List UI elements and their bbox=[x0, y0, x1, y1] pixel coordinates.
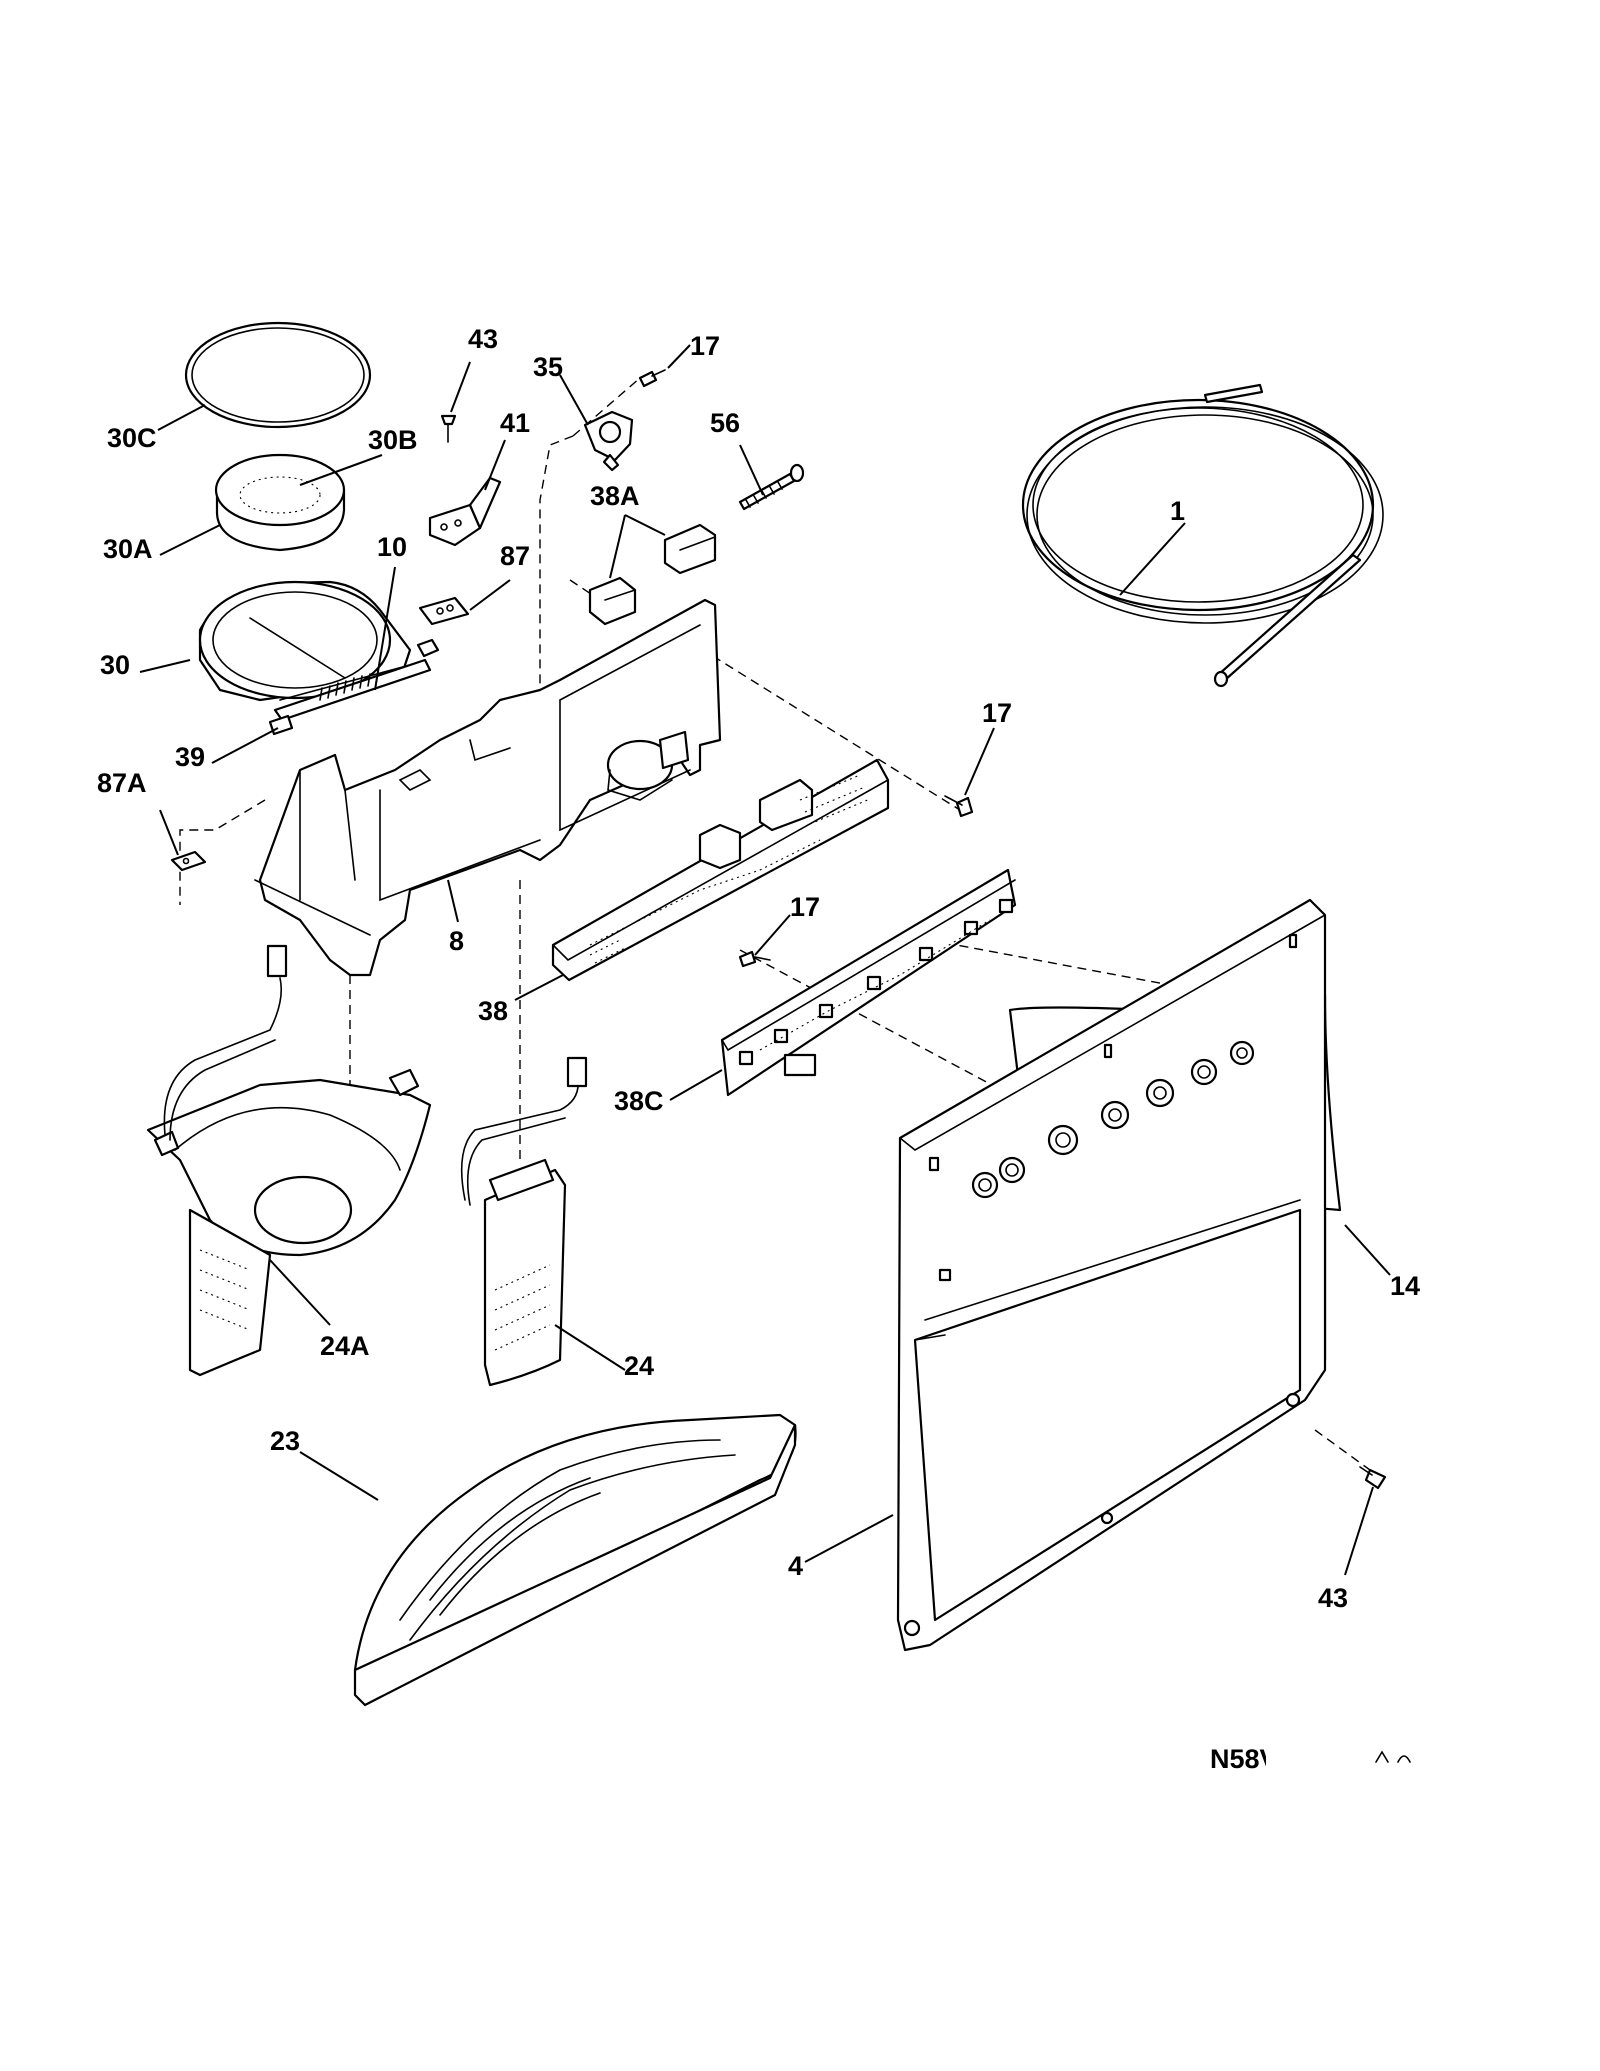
gasket-ring-30C bbox=[184, 321, 372, 429]
housing-8 bbox=[254, 598, 722, 977]
callout-30A: 30A bbox=[103, 534, 153, 564]
callout-43-top: 43 bbox=[468, 324, 498, 354]
spring-coils bbox=[319, 670, 379, 701]
cap-assembly-30A-30B bbox=[214, 453, 346, 552]
ice-chute-24A bbox=[146, 944, 432, 1377]
callout-24: 24 bbox=[624, 1351, 654, 1381]
callout-24A: 24A bbox=[320, 1331, 370, 1361]
switches-38A bbox=[588, 523, 717, 626]
screw-43-bottom bbox=[1359, 1466, 1387, 1490]
callout-56: 56 bbox=[710, 408, 740, 438]
callout-35: 35 bbox=[533, 352, 563, 382]
screw-56 bbox=[738, 463, 805, 511]
callout-30B: 30B bbox=[368, 425, 418, 455]
ice-chute-24 bbox=[460, 1056, 588, 1387]
leader-lines bbox=[139, 344, 1391, 1576]
panel-knob-holes bbox=[971, 1040, 1255, 1199]
callout-43-bottom: 43 bbox=[1318, 1583, 1348, 1613]
water-tubing-1 bbox=[1021, 383, 1384, 688]
callout-1: 1 bbox=[1170, 496, 1185, 526]
callout-41: 41 bbox=[500, 408, 530, 438]
callout-39: 39 bbox=[175, 742, 205, 772]
control-board-38 bbox=[551, 758, 890, 982]
drip-tray-23 bbox=[353, 1413, 797, 1707]
drawing-code: N58V bbox=[1210, 1740, 1411, 1774]
callout-87A: 87A bbox=[97, 768, 147, 798]
screw-17-top bbox=[638, 369, 666, 388]
callout-labels: 43 35 17 30C 30B 41 56 1 30A 38A 10 87 3… bbox=[97, 324, 1420, 1613]
frame-4 bbox=[896, 898, 1327, 1652]
clip-41 bbox=[428, 476, 502, 547]
callout-38: 38 bbox=[478, 996, 508, 1026]
keypad-board-38C bbox=[720, 868, 1017, 1097]
callout-14: 14 bbox=[1390, 1271, 1420, 1301]
callout-4: 4 bbox=[788, 1551, 803, 1581]
screw-17-mid bbox=[944, 795, 974, 818]
screw-43-top bbox=[440, 414, 457, 443]
keypad-buttons bbox=[738, 898, 1014, 1077]
pad-87 bbox=[418, 596, 470, 626]
callout-10: 10 bbox=[377, 532, 407, 562]
screw-17-board bbox=[738, 950, 771, 968]
actuator-35 bbox=[583, 410, 634, 472]
callout-38A: 38A bbox=[590, 481, 640, 511]
pad-87A bbox=[170, 850, 207, 872]
callout-17-mid: 17 bbox=[982, 698, 1012, 728]
callout-30: 30 bbox=[100, 650, 130, 680]
bracket-30-with-spring-10 bbox=[198, 580, 440, 736]
callout-17-board: 17 bbox=[790, 892, 820, 922]
callout-23: 23 bbox=[270, 1426, 300, 1456]
tray-ribs bbox=[399, 1439, 736, 1641]
callout-17-top: 17 bbox=[690, 331, 720, 361]
callout-38C: 38C bbox=[614, 1086, 664, 1116]
callout-87: 87 bbox=[500, 541, 530, 571]
callout-8: 8 bbox=[449, 926, 464, 956]
callout-30C: 30C bbox=[107, 423, 157, 453]
